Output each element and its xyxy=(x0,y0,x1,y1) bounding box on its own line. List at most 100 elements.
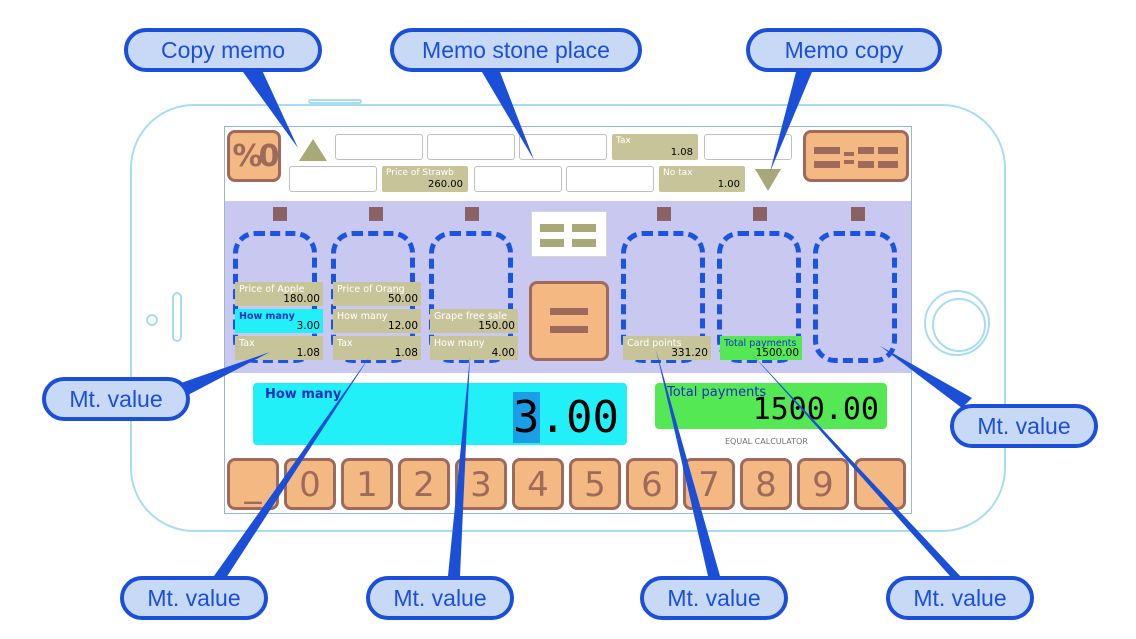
memo-stone-6[interactable] xyxy=(717,231,801,363)
stone-value-number: 1500.00 xyxy=(755,347,799,359)
stone-value-result[interactable]: Total payments 1500.00 xyxy=(720,336,802,360)
key-6[interactable]: 6 xyxy=(626,458,678,510)
equal-bar-top xyxy=(550,308,588,315)
stone-value-label: Card points xyxy=(627,338,682,349)
stone-value-number: 4.00 xyxy=(491,347,515,359)
key-5[interactable]: 5 xyxy=(569,458,621,510)
memo-slot-filled[interactable]: Price of Strawb 260.00 xyxy=(382,166,468,192)
input-rest-digits: .00 xyxy=(539,392,619,443)
phone-speaker xyxy=(308,99,362,104)
stone-indicator xyxy=(851,207,865,221)
result-display-value: 1500.00 xyxy=(752,392,879,427)
callout-memo-copy: Memo copy xyxy=(746,28,942,72)
phone-camera xyxy=(146,314,158,326)
pointer-memo-stone-place xyxy=(482,72,534,160)
memo-slot[interactable] xyxy=(335,134,423,160)
stone-value-label: Tax xyxy=(337,338,353,349)
memo-slot[interactable] xyxy=(427,134,515,160)
memo-stone-3[interactable] xyxy=(429,231,513,363)
stone-value-label: Price of Orang xyxy=(337,284,405,295)
stone-value[interactable]: Tax 1.08 xyxy=(235,336,323,360)
stone-value[interactable]: How many 12.00 xyxy=(333,309,421,333)
result-display[interactable]: Total payments 1500.00 xyxy=(655,383,887,429)
stone-value[interactable]: Price of Apple 180.00 xyxy=(235,282,323,306)
callout-mt-value: Mt. value xyxy=(950,404,1098,448)
key-underscore[interactable]: _ xyxy=(227,458,279,510)
stone-indicator xyxy=(273,207,287,221)
key-decimal[interactable]: . xyxy=(854,458,906,510)
callout-mt-value: Mt. value xyxy=(42,377,190,421)
pointer-mt-value-6 xyxy=(880,346,972,408)
memo-slot[interactable] xyxy=(289,166,377,192)
copy-memo-triangle-icon[interactable] xyxy=(299,139,327,161)
pointer-copy-memo xyxy=(243,68,298,148)
stone-value[interactable]: Grape free sale 150.00 xyxy=(430,309,518,333)
stone-value-label: How many xyxy=(239,311,295,322)
key-2[interactable]: 2 xyxy=(398,458,450,510)
memo-label: No tax xyxy=(663,168,693,178)
memo-slot-filled[interactable]: Tax 1.08 xyxy=(612,134,698,160)
stone-indicator xyxy=(753,207,767,221)
pointer-mt-value-4 xyxy=(656,350,720,576)
equal-memo-button[interactable] xyxy=(803,130,909,182)
key-9[interactable]: 9 xyxy=(797,458,849,510)
key-8[interactable]: 8 xyxy=(740,458,792,510)
stone-value-number: 50.00 xyxy=(387,293,418,305)
stone-value-number: 3.00 xyxy=(296,320,320,332)
per-mille-button[interactable]: %0 xyxy=(227,130,281,182)
phone-side-button xyxy=(172,292,182,342)
key-1[interactable]: 1 xyxy=(341,458,393,510)
input-display-value: 3.00 xyxy=(513,392,619,443)
input-display-label: How many xyxy=(265,387,342,402)
callout-mt-value: Mt. value xyxy=(640,576,788,620)
stone-value-number: 12.00 xyxy=(387,320,418,332)
pointer-memo-copy xyxy=(770,72,812,172)
phone-home-button xyxy=(924,290,990,356)
memo-stone-7[interactable] xyxy=(813,231,897,363)
stone-value-label: Tax xyxy=(239,338,255,349)
stone-value[interactable]: Card points 331.20 xyxy=(623,336,711,360)
result-display-label: Total payments xyxy=(667,385,767,400)
stone-indicator xyxy=(465,207,479,221)
memo-slot-filled[interactable]: No tax 1.00 xyxy=(659,166,745,192)
app-name: EQUAL CALCULATOR xyxy=(725,437,808,446)
memo-slot[interactable] xyxy=(519,134,607,160)
callout-memo-stone-place: Memo stone place xyxy=(390,28,642,72)
memo-slot[interactable] xyxy=(474,166,562,192)
callout-mt-value: Mt. value xyxy=(120,576,268,620)
stone-value-number: 150.00 xyxy=(478,320,515,332)
equal-bars-icon xyxy=(814,147,898,168)
callout-mt-value: Mt. value xyxy=(366,576,514,620)
equal-button[interactable] xyxy=(529,281,609,361)
stone-value-selected[interactable]: How many 3.00 xyxy=(235,309,323,333)
callout-mt-value: Mt. value xyxy=(886,576,1034,620)
callout-copy-memo: Copy memo xyxy=(124,28,322,72)
pointer-mt-value-2 xyxy=(214,356,370,578)
pointer-mt-value-3 xyxy=(448,356,470,576)
pointer-mt-value-1 xyxy=(178,352,270,396)
equal-bar-bottom xyxy=(550,326,588,333)
memo-stone-equal-icon[interactable] xyxy=(531,211,607,257)
stone-value-label: Price of Apple xyxy=(239,284,305,295)
stone-value-number: 1.08 xyxy=(394,347,418,359)
stone-indicator xyxy=(657,207,671,221)
memo-value: 260.00 xyxy=(428,179,463,190)
key-4[interactable]: 4 xyxy=(512,458,564,510)
memo-copy-triangle-icon[interactable] xyxy=(755,169,781,191)
memo-value: 1.00 xyxy=(717,179,740,190)
memo-label: Price of Strawb xyxy=(386,168,454,178)
stone-value[interactable]: Tax 1.08 xyxy=(333,336,421,360)
stone-value[interactable]: How many 4.00 xyxy=(430,336,518,360)
input-cursor-digit: 3 xyxy=(513,392,540,443)
memo-slot[interactable] xyxy=(566,166,654,192)
stone-value-number: 1.08 xyxy=(296,347,320,359)
memo-stone-5[interactable] xyxy=(621,231,705,363)
pointer-mt-value-5 xyxy=(750,352,962,578)
memo-label: Tax xyxy=(616,136,631,146)
stone-value-number: 331.20 xyxy=(671,347,708,359)
stone-value-label: How many xyxy=(434,338,485,349)
stone-value[interactable]: Price of Orang 50.00 xyxy=(333,282,421,306)
stone-value-label: Grape free sale xyxy=(434,311,507,322)
stone-value-label: Total payments xyxy=(724,338,797,349)
